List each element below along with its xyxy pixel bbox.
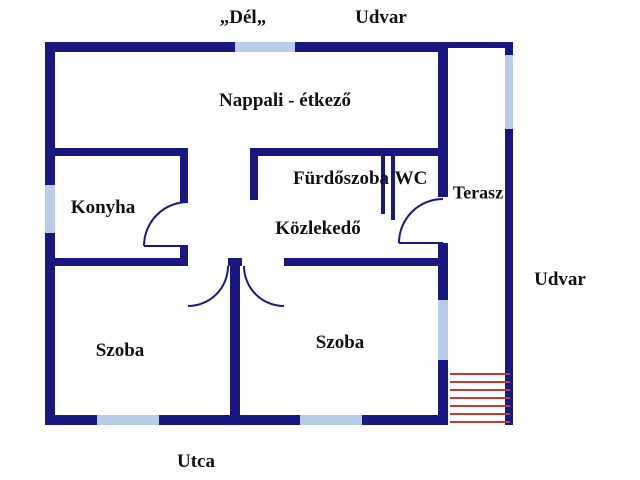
label-courtyard-right: Udvar xyxy=(534,269,586,290)
label-terrace: Terasz xyxy=(452,182,504,203)
label-room-left: Szoba xyxy=(95,340,145,361)
wall-kitchen-top xyxy=(55,148,188,156)
window-top xyxy=(235,42,295,52)
label-kitchen: Konyha xyxy=(70,197,136,218)
wall-far-right xyxy=(505,42,513,425)
wall-wc-divider-a xyxy=(381,156,385,214)
label-south: „Dél„ xyxy=(219,7,267,28)
window-right-wall xyxy=(438,300,448,360)
wall-bottom xyxy=(45,415,448,425)
label-courtyard-top: Udvar xyxy=(355,7,407,28)
wall-right-upper xyxy=(438,42,448,197)
wall-bedroom-divider xyxy=(230,258,240,425)
wall-bathroom-top xyxy=(250,148,448,156)
wall-left xyxy=(45,42,55,425)
label-wc: WC xyxy=(394,168,428,189)
door-arc-terrace xyxy=(398,198,444,244)
wall-mid-left xyxy=(55,258,188,266)
wall-bathroom-left xyxy=(250,148,258,200)
window-terrace xyxy=(505,55,513,129)
door-arcs xyxy=(143,198,444,307)
wall-wc-divider-b xyxy=(391,156,395,220)
door-arc-kitchen xyxy=(143,201,189,247)
door-arc-bedroom-right xyxy=(243,265,285,307)
wall-kitchen-right-upper xyxy=(180,148,188,202)
window-bedroom-right xyxy=(300,415,362,425)
label-living-dining: Nappali - étkező xyxy=(219,90,351,111)
door-arc-bedroom-left xyxy=(187,265,229,307)
label-bathroom: Fürdőszoba xyxy=(292,168,390,189)
wall-top-terrace xyxy=(448,42,513,48)
window-bedroom-left xyxy=(97,415,159,425)
interior-walls xyxy=(55,148,448,425)
stairs xyxy=(450,373,510,423)
window-kitchen xyxy=(45,185,55,233)
label-room-right: Szoba xyxy=(315,332,365,353)
wall-mid-right xyxy=(284,258,448,266)
label-street: Utca xyxy=(177,451,215,472)
windows xyxy=(45,42,513,425)
label-hallway: Közlekedő xyxy=(275,218,361,239)
wall-kitchen-right-lower xyxy=(180,246,188,266)
